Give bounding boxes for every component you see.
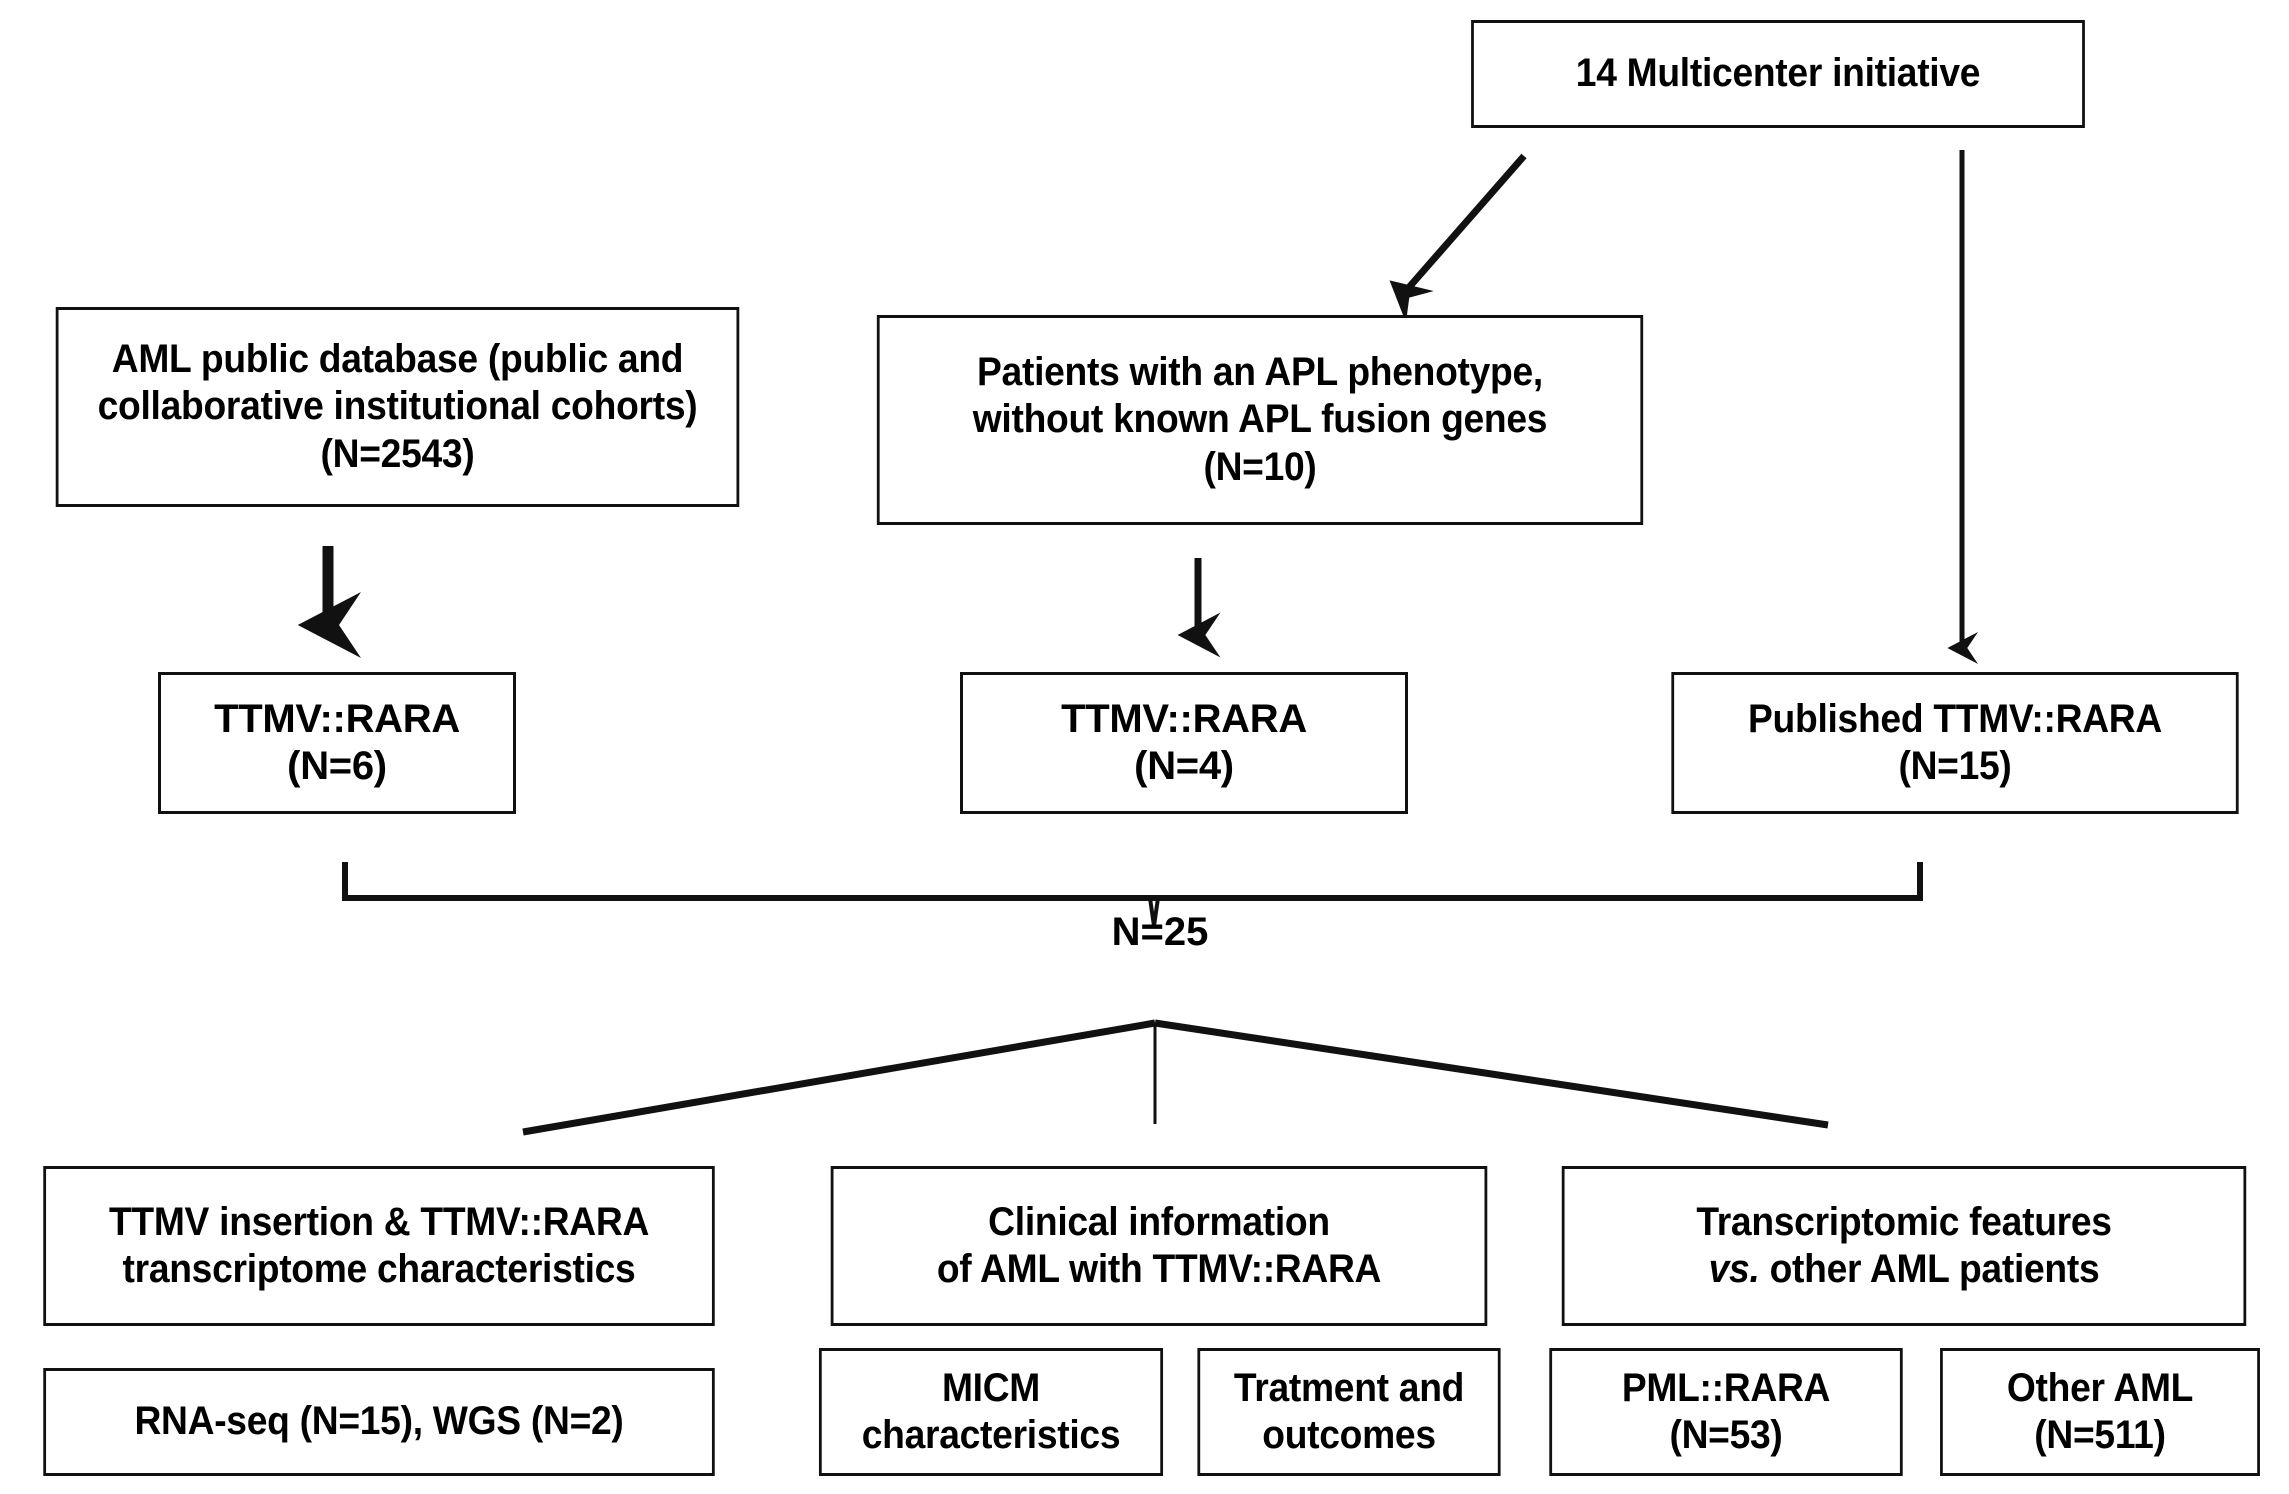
node-line: TTMV::RARA xyxy=(1061,696,1307,741)
node-line: characteristics xyxy=(861,1413,1121,1457)
node-line: (N=53) xyxy=(1669,1413,1783,1457)
node-line-italic: vs. xyxy=(1708,1247,1760,1291)
node-line: Other AML xyxy=(2006,1365,2194,1410)
node-line-rest: other AML patients xyxy=(1759,1247,2100,1291)
node-treatment-and-outcomes: Tratment and outcomes xyxy=(1197,1348,1501,1476)
node-line: (N=6) xyxy=(287,744,387,788)
node-line: Transcriptomic features xyxy=(1696,1199,2112,1244)
node-line: of AML with TTMV::RARA xyxy=(936,1247,1382,1291)
node-clinical-information: Clinical information of AML with TTMV::R… xyxy=(830,1166,1488,1326)
pooled-total-label: N=25 xyxy=(1111,910,1209,954)
node-ttmv-rara-n4: TTMV::RARA (N=4) xyxy=(960,672,1408,814)
node-line: Published TTMV::RARA xyxy=(1748,696,2162,741)
node-line: outcomes xyxy=(1262,1413,1436,1457)
node-line: (N=511) xyxy=(2034,1413,2166,1457)
node-line: AML public database (public and xyxy=(111,337,684,382)
node-micm-characteristics: MICM characteristics xyxy=(818,1348,1164,1476)
node-transcriptomic-features: Transcriptomic features vs. other AML pa… xyxy=(1561,1166,2247,1326)
node-ttmv-rara-n6: TTMV::RARA (N=6) xyxy=(158,672,516,814)
node-line-italic-compound: vs. other AML patients xyxy=(1709,1246,2100,1293)
node-apl-phenotype-patients: Patients with an APL phenotype, without … xyxy=(876,315,1644,525)
node-pml-rara-n53: PML::RARA (N=53) xyxy=(1549,1348,1903,1476)
node-aml-public-database: AML public database (public and collabor… xyxy=(55,307,740,507)
node-line: Tratment and xyxy=(1233,1365,1465,1410)
node-line: Clinical information xyxy=(988,1199,1330,1244)
node-line: PML::RARA xyxy=(1621,1365,1831,1410)
arrow-multicenter-to-apl-phenotype xyxy=(1389,153,1527,323)
node-line: TTMV insertion & TTMV::RARA xyxy=(108,1199,650,1244)
node-line: (N=15) xyxy=(1898,744,2012,788)
node-other-aml-n511: Other AML (N=511) xyxy=(1940,1348,2260,1476)
node-published-ttmv-rara-n15: Published TTMV::RARA (N=15) xyxy=(1671,672,2239,814)
node-line: (N=4) xyxy=(1134,744,1234,788)
node-line: without known APL fusion genes xyxy=(972,397,1548,442)
node-line: collaborative institutional cohorts) xyxy=(97,384,698,429)
node-line: (N=2543) xyxy=(320,431,475,476)
node-line: transcriptome characteristics xyxy=(122,1247,636,1291)
node-multicenter-initiative: 14 Multicenter initiative xyxy=(1471,20,2085,128)
node-line: (N=10) xyxy=(1203,444,1317,489)
node-line: MICM xyxy=(941,1365,1041,1410)
node-rnaseq-wgs: RNA-seq (N=15), WGS (N=2) xyxy=(43,1368,715,1476)
node-line: TTMV::RARA xyxy=(214,696,460,741)
node-ttmv-insertion-transcriptome: TTMV insertion & TTMV::RARA transcriptom… xyxy=(43,1166,715,1326)
node-line: Patients with an APL phenotype, xyxy=(977,350,1543,395)
split-fan xyxy=(522,1019,1829,1136)
node-line: RNA-seq (N=15), WGS (N=2) xyxy=(134,1399,624,1444)
node-line: 14 Multicenter initiative xyxy=(1575,51,1981,96)
